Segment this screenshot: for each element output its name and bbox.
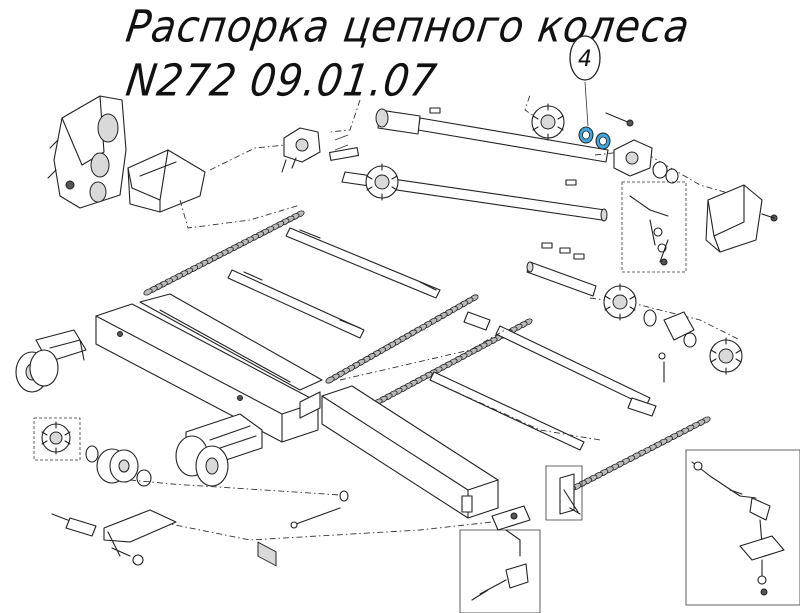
leader-line [129, 479, 341, 496]
chain-sprocket-top [531, 103, 565, 141]
callout-bubble [569, 35, 601, 81]
sprocket-detail-box [33, 417, 81, 461]
roller-chain-bottom [561, 416, 711, 496]
right-support-bracket [705, 184, 778, 253]
key [334, 134, 349, 151]
callout-leader [584, 81, 589, 127]
key-plate [328, 147, 360, 161]
idler-parts [85, 445, 152, 487]
drive-shaft [375, 108, 609, 163]
main-frame-rail-left [95, 303, 319, 567]
upper-shaft [341, 171, 608, 222]
lower-sprocket-assembly [603, 283, 743, 383]
idler-wheel-assembly-left [15, 329, 87, 393]
key [559, 247, 571, 254]
pipe-fitting-detail [459, 505, 541, 613]
leader-line [179, 199, 301, 229]
hydraulic-fitting-detail [685, 449, 800, 606]
roller-chain-upper [143, 210, 305, 296]
motor-mount-bracket [127, 149, 206, 213]
main-frame-rail-inner [139, 293, 323, 391]
sprocket-spacer-highlighted [578, 126, 611, 150]
lower-shaft [526, 261, 597, 297]
tensioner-detail [621, 181, 687, 273]
callout-number: 4 [578, 47, 592, 72]
leader-line [524, 94, 541, 121]
lower-slat-frame [339, 311, 657, 451]
roller-chain-middle [325, 294, 479, 384]
bearing-unit-left [281, 127, 321, 173]
chain-guide-detail [545, 465, 583, 521]
leader-line [589, 297, 741, 341]
chain-link [143, 288, 153, 296]
cross-member [299, 391, 321, 419]
bolt [605, 112, 631, 124]
key [541, 242, 553, 249]
gearbox [47, 95, 127, 209]
main-frame-rail-front [321, 385, 499, 519]
key [573, 253, 585, 260]
tensioner-bolt-assembly [51, 509, 177, 566]
leader-line [209, 144, 286, 171]
nut [626, 119, 634, 127]
key [429, 107, 441, 114]
long-bolt [290, 490, 349, 529]
chain-slat-frame [227, 227, 441, 339]
leader-line [329, 99, 361, 133]
key [565, 179, 577, 186]
leader-line [149, 519, 511, 541]
chain-link [325, 376, 335, 384]
bearing-housing-right [613, 139, 679, 184]
chain-sprocket-middle [365, 163, 399, 201]
idler-wheel-assembly-center [175, 413, 263, 487]
